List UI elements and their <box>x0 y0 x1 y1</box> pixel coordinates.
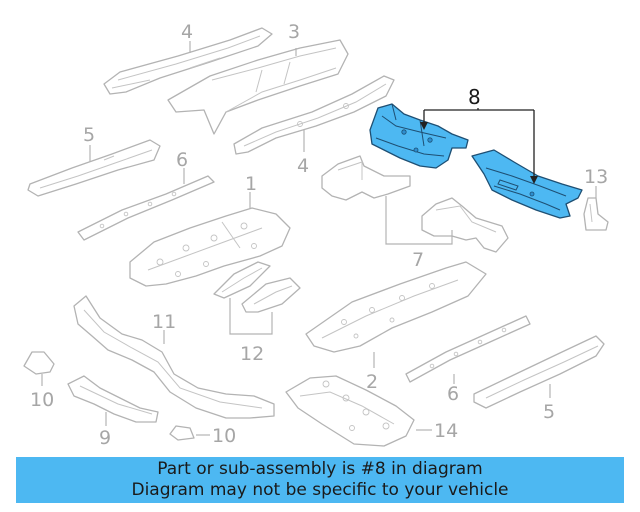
arrowhead-8-right <box>530 176 538 184</box>
part-13-bracket[interactable] <box>583 197 609 231</box>
callout-5-left[interactable]: 5 <box>83 124 95 146</box>
callout-10-left[interactable]: 10 <box>30 389 54 411</box>
part-10-left-clip[interactable] <box>23 351 55 375</box>
part-12-bracket-left[interactable] <box>213 261 271 299</box>
callout-2[interactable]: 2 <box>366 371 378 393</box>
part-11-side-member[interactable] <box>73 295 275 419</box>
callout-6-right[interactable]: 6 <box>447 383 459 405</box>
part-6-right-strip[interactable] <box>405 315 531 383</box>
callout-12[interactable]: 12 <box>240 343 264 365</box>
part-1-front-floor[interactable] <box>129 207 291 287</box>
arrowhead-8-left <box>420 122 428 130</box>
leader-7 <box>385 196 453 245</box>
part-7-crossmember-lower[interactable] <box>421 197 509 253</box>
part-3-center-tunnel[interactable] <box>167 39 349 135</box>
callout-5-right[interactable]: 5 <box>543 401 555 423</box>
part-7-crossmember-upper[interactable] <box>321 155 411 201</box>
leader-12 <box>229 298 273 335</box>
floor-pan-exploded-diagram: 4 3 8 5 6 4 1 13 7 11 12 2 10 6 5 9 10 1… <box>23 21 609 449</box>
callout-1[interactable]: 1 <box>245 173 257 195</box>
callout-7[interactable]: 7 <box>412 249 424 271</box>
notice-disclaimer: Diagram may not be specific to your vehi… <box>131 480 509 500</box>
part-4-lower-rail[interactable] <box>233 75 395 155</box>
callout-10-bottom[interactable]: 10 <box>212 425 236 447</box>
callout-8[interactable]: 8 <box>468 85 481 109</box>
part-9-brace[interactable] <box>67 375 159 423</box>
part-8-right-panel[interactable] <box>471 149 583 219</box>
callout-4-upper[interactable]: 4 <box>181 21 193 43</box>
part-14-rear-pan[interactable] <box>285 375 415 447</box>
callout-3[interactable]: 3 <box>288 21 300 43</box>
callout-13[interactable]: 13 <box>584 166 608 188</box>
diagram-notice-banner: Part or sub-assembly is #8 in diagram Di… <box>16 457 624 503</box>
part-10-bottom-clip[interactable] <box>169 425 195 441</box>
part-2-rear-floor[interactable] <box>305 261 487 353</box>
callout-9[interactable]: 9 <box>99 427 111 449</box>
callout-11[interactable]: 11 <box>152 311 176 333</box>
notice-part-number: Part or sub-assembly is #8 in diagram <box>157 459 483 479</box>
callout-6-left[interactable]: 6 <box>176 149 188 171</box>
part-5-right-sill[interactable] <box>473 335 605 409</box>
part-8-left-panel[interactable] <box>369 103 469 169</box>
part-4-upper-rail[interactable] <box>103 27 273 95</box>
part-5-left-sill[interactable] <box>27 139 161 197</box>
part-6-left-strip[interactable] <box>77 175 215 241</box>
callout-14[interactable]: 14 <box>434 420 458 442</box>
part-12-bracket-right[interactable] <box>241 277 301 313</box>
callout-4-lower[interactable]: 4 <box>297 155 309 177</box>
